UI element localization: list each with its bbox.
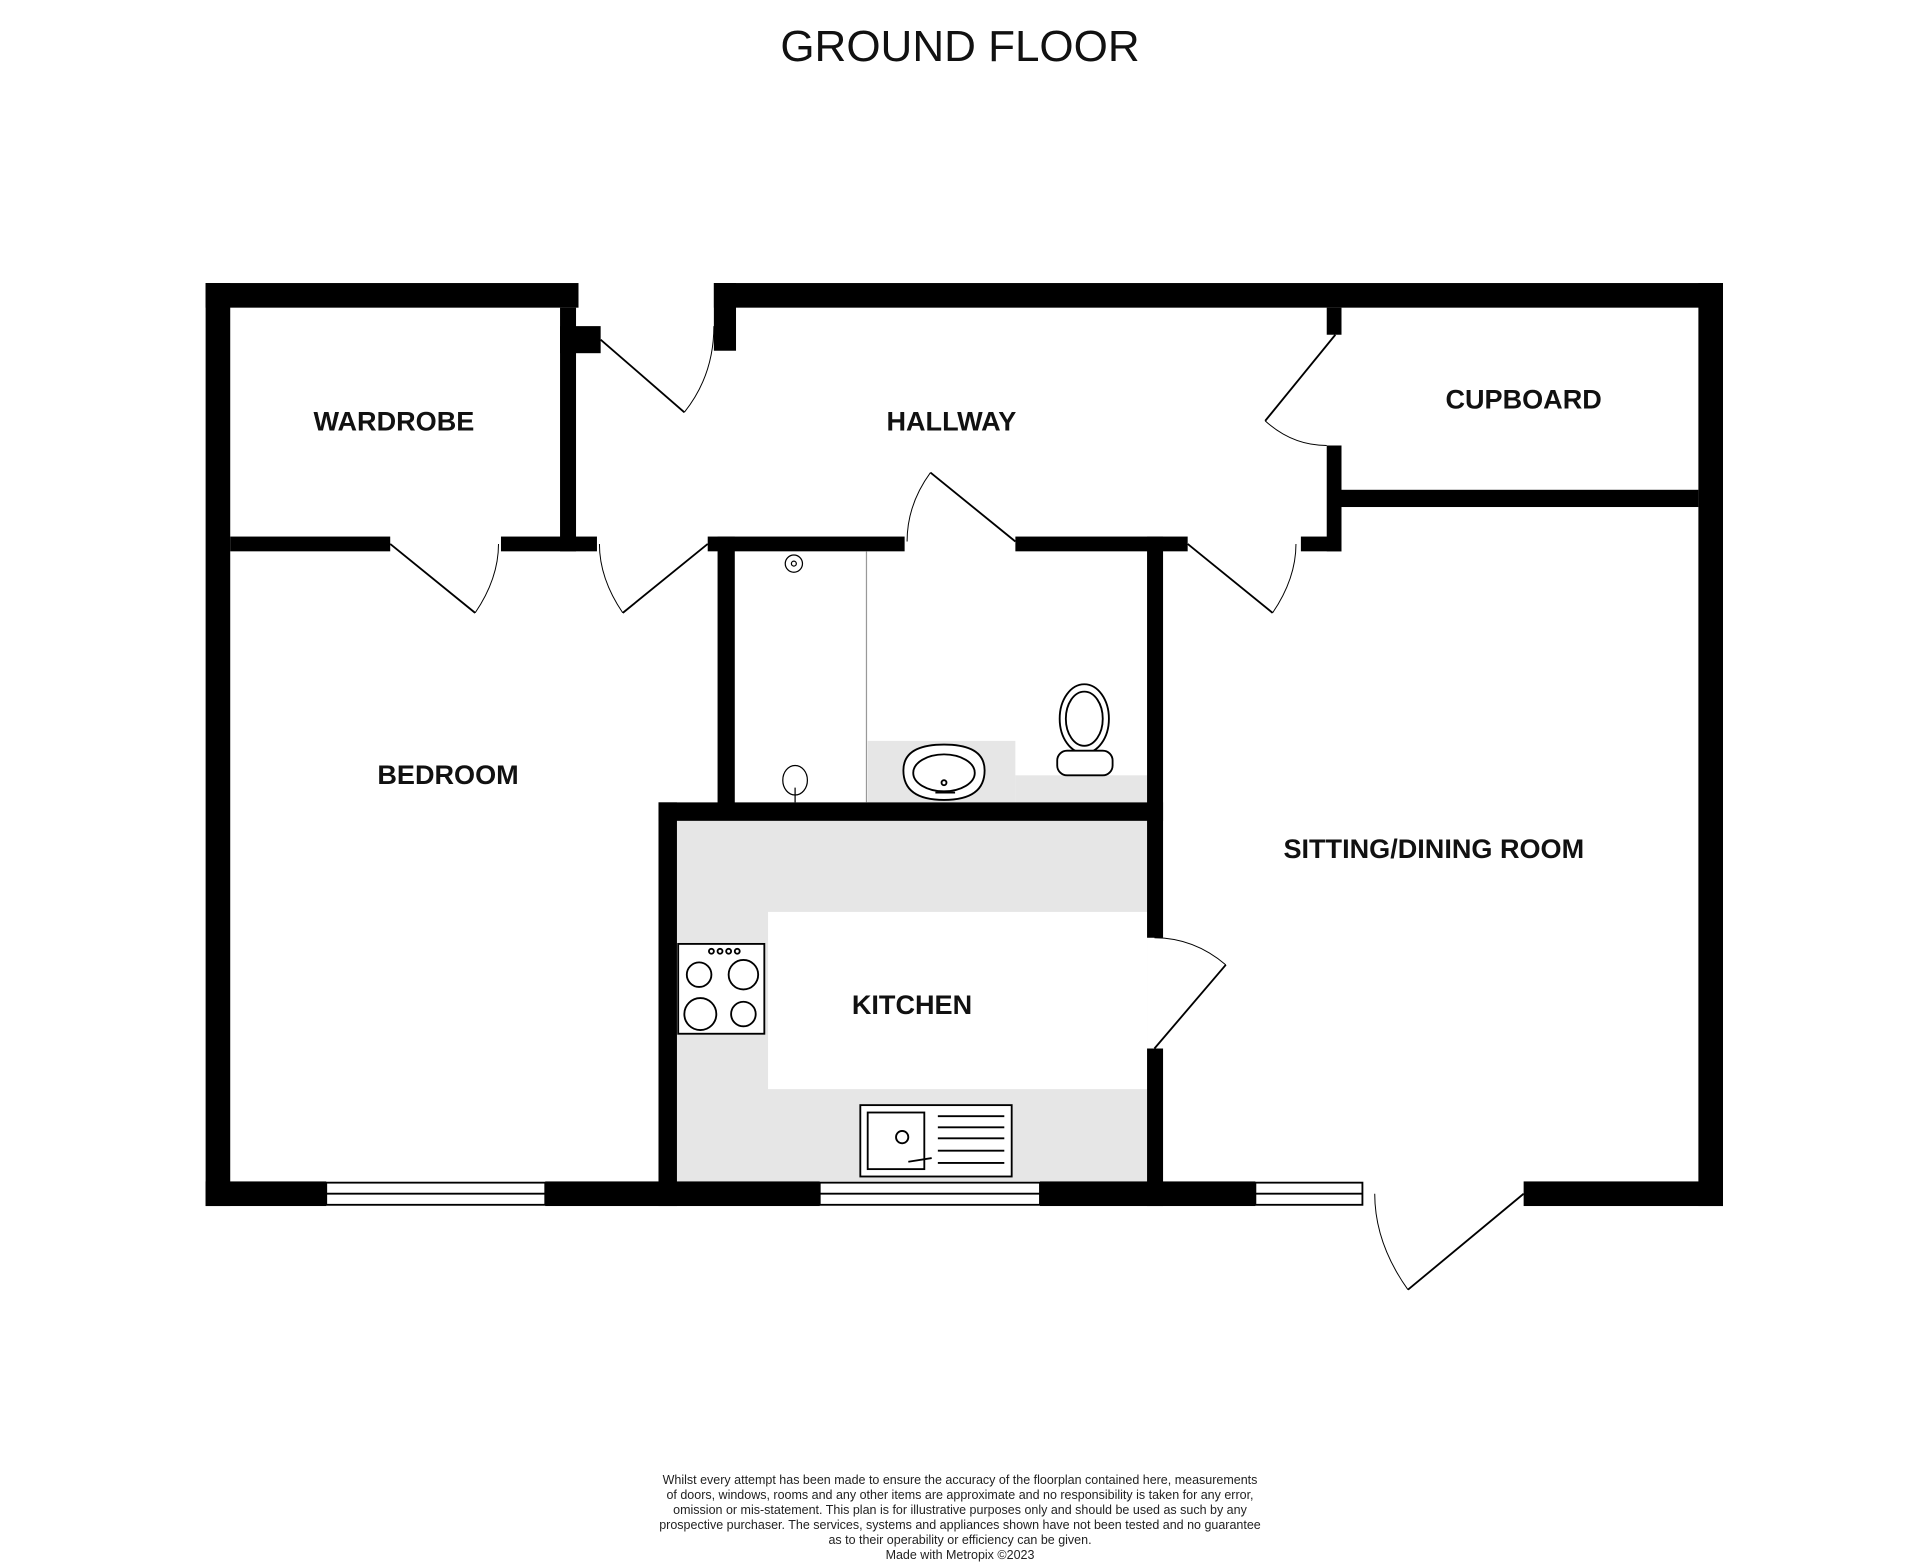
- disclaimer-line: prospective purchaser. The services, sys…: [659, 1518, 1261, 1532]
- room-label-kitchen: KITCHEN: [852, 989, 972, 1020]
- sink-icon: [859, 1104, 1013, 1178]
- toilet-icon: [1056, 683, 1114, 777]
- room-label-sitting-dining: SITTING/DINING ROOM: [1283, 833, 1584, 864]
- disclaimer-line: as to their operability or efficiency ca…: [828, 1533, 1092, 1547]
- room-label-hallway: HALLWAY: [886, 406, 1016, 437]
- basin-icon: [902, 743, 986, 801]
- credit: Made with Metropix ©2023: [885, 1548, 1035, 1562]
- hob-icon: [677, 942, 766, 1035]
- shower-head-icon: [784, 554, 804, 573]
- basin-small-icon: [782, 764, 809, 803]
- floor-title: GROUND FLOOR: [780, 22, 1140, 71]
- disclaimer: Whilst every attempt has been made to en…: [560, 1473, 1360, 1563]
- disclaimer-line: of doors, windows, rooms and any other i…: [666, 1488, 1254, 1502]
- disclaimer-line: omission or mis-statement. This plan is …: [673, 1503, 1247, 1517]
- doors: [389, 326, 1525, 1291]
- room-label-wardrobe: WARDROBE: [313, 406, 474, 437]
- windows: [325, 1181, 1364, 1206]
- disclaimer-line: Whilst every attempt has been made to en…: [662, 1473, 1258, 1487]
- room-label-cupboard: CUPBOARD: [1445, 384, 1601, 415]
- walls: [205, 283, 1724, 1207]
- room-label-bedroom: BEDROOM: [377, 759, 518, 790]
